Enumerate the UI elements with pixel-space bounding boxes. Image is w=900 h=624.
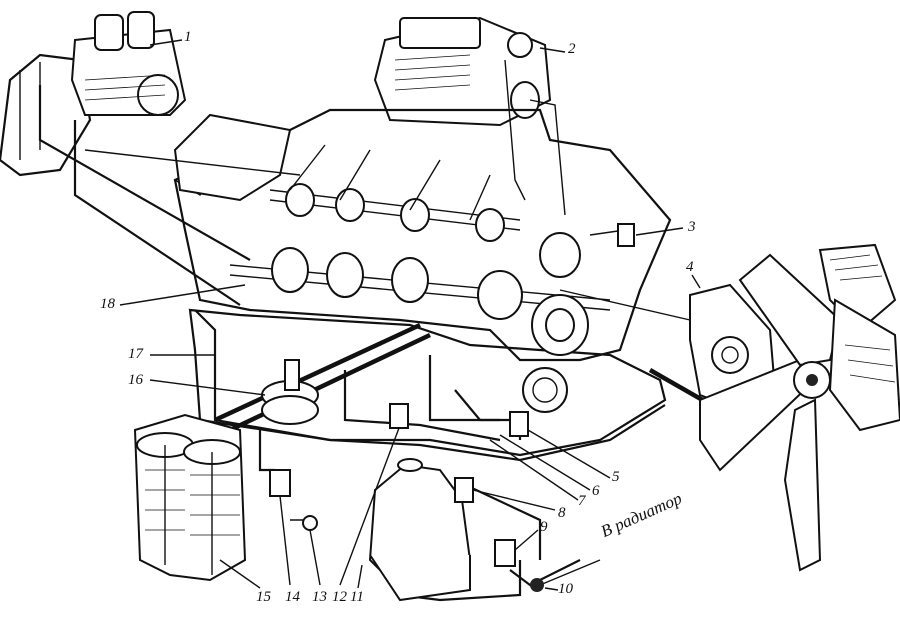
engine-block xyxy=(173,108,672,457)
air-compressor xyxy=(70,11,187,116)
callout-11: 11 xyxy=(350,589,364,605)
oil-pan xyxy=(194,309,666,462)
warning-lamp-13 xyxy=(302,515,318,531)
valve-8 xyxy=(454,477,474,503)
valve-3 xyxy=(617,223,635,247)
callout-10: 10 xyxy=(558,581,573,597)
callout-7: 7 xyxy=(578,493,586,509)
power-steering-pump xyxy=(373,16,552,127)
callout-1: 1 xyxy=(184,29,192,45)
callout-18: 18 xyxy=(100,296,115,312)
valve-12 xyxy=(389,403,409,429)
oil-filters xyxy=(133,413,247,582)
callout-4: 4 xyxy=(686,259,694,275)
callout-8: 8 xyxy=(558,505,566,521)
valves-and-sensors xyxy=(269,223,635,592)
valve-5 xyxy=(509,411,529,437)
callout-leaders xyxy=(119,39,701,591)
callout-12: 12 xyxy=(332,589,347,605)
cock-10 xyxy=(530,578,544,592)
callout-6: 6 xyxy=(592,483,600,499)
callout-15: 15 xyxy=(256,589,271,605)
callout-2: 2 xyxy=(568,41,576,57)
sensor-14 xyxy=(269,469,291,497)
valve-9 xyxy=(494,539,516,567)
callout-3: 3 xyxy=(688,219,696,235)
callout-13: 13 xyxy=(312,589,327,605)
fan-drive-coupling xyxy=(689,283,817,472)
cooling-fan xyxy=(738,243,900,572)
callout-17: 17 xyxy=(128,346,143,362)
centrifugal-filter xyxy=(368,458,472,602)
callout-14: 14 xyxy=(285,589,300,605)
callout-5: 5 xyxy=(612,469,620,485)
callout-16: 16 xyxy=(128,372,143,388)
oil-pump xyxy=(261,359,319,425)
callout-9: 9 xyxy=(540,519,548,535)
